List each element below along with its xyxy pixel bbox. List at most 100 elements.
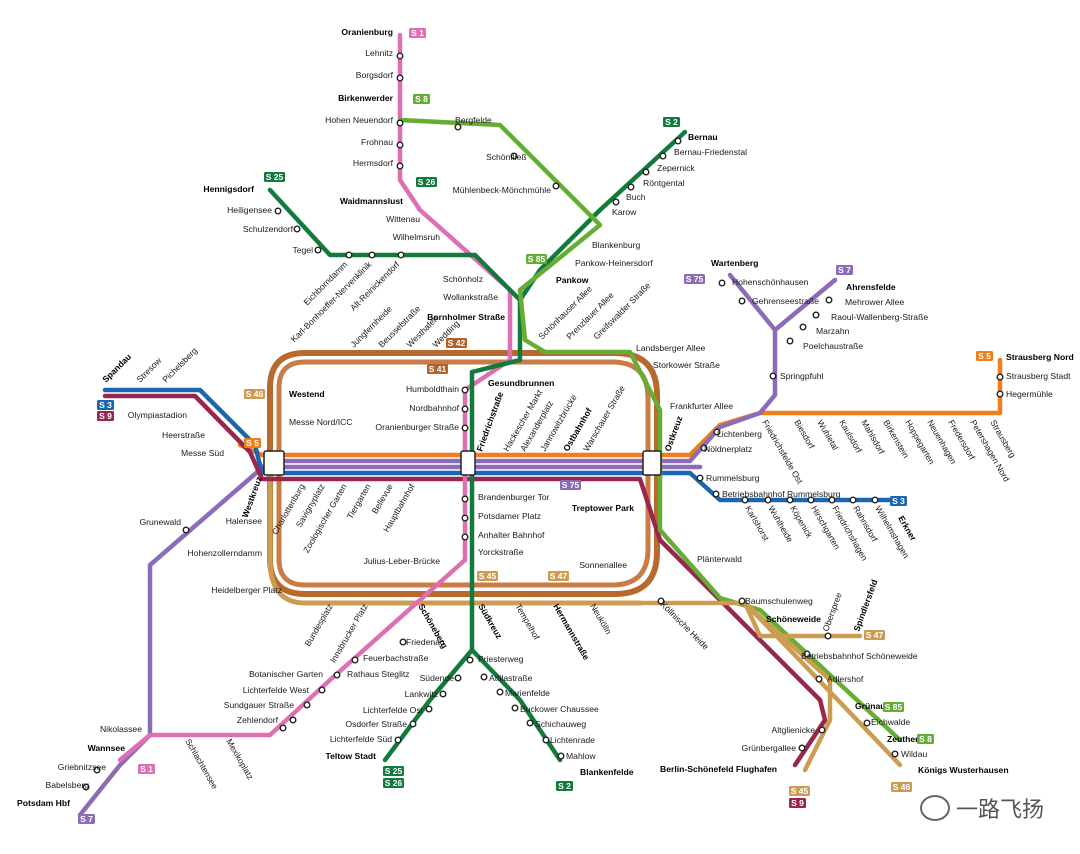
station-gruenbergallee[interactable]: Grünbergallee xyxy=(742,743,797,753)
station-flughafen[interactable]: Berlin-Schönefeld Flughafen xyxy=(660,764,777,774)
station-hohen-neuendorf[interactable]: Hohen Neuendorf xyxy=(325,115,393,125)
station-koenigs-wusterhausen[interactable]: Königs Wusterhausen xyxy=(918,765,1009,775)
station-wildau[interactable]: Wildau xyxy=(901,749,927,759)
station-wilhelmsruh[interactable]: Wilhelmsruh xyxy=(393,232,440,242)
station-hohenzollerndamm[interactable]: Hohenzollerndamm xyxy=(187,548,262,558)
station-hegermuehle[interactable]: Hegermühle xyxy=(1006,389,1053,399)
station-bernau[interactable]: Bernau xyxy=(688,132,718,142)
station-nordbahnhof[interactable]: Nordbahnhof xyxy=(409,403,459,413)
station-lankwitz[interactable]: Lankwitz xyxy=(405,689,438,699)
station-schoeneweide[interactable]: Schöneweide xyxy=(766,614,821,624)
station-attilastrasse[interactable]: Attilastraße xyxy=(489,673,533,683)
station-lichtenberg[interactable]: Lichtenberg xyxy=(717,429,762,439)
station-hennigsdorf[interactable]: Hennigsdorf xyxy=(203,184,254,194)
station-osdorfer[interactable]: Osdorfer Straße xyxy=(345,719,407,729)
station-zehlendorf[interactable]: Zehlendorf xyxy=(237,715,279,725)
station-storkower[interactable]: Storkower Straße xyxy=(653,360,720,370)
station-oranienburger[interactable]: Oranienburger Straße xyxy=(375,422,459,432)
station-buckower[interactable]: Buckower Chaussee xyxy=(520,704,599,714)
station-ahrensfelde[interactable]: Ahrensfelde xyxy=(846,282,896,292)
station-potsdamer[interactable]: Potsdamer Platz xyxy=(478,511,541,521)
station-gruenau[interactable]: Grünau xyxy=(855,701,886,711)
station-gesundbrunnen[interactable]: Gesundbrunnen xyxy=(488,378,554,388)
station-strausberg-stadt[interactable]: Strausberg Stadt xyxy=(1006,371,1071,381)
station-humboldthain[interactable]: Humboldthain xyxy=(406,384,459,394)
station-botanischer[interactable]: Botanischer Garten xyxy=(249,669,323,679)
station-halensee[interactable]: Halensee xyxy=(226,516,263,526)
station-hermsdorf[interactable]: Hermsdorf xyxy=(353,158,394,168)
station-wittenau[interactable]: Wittenau xyxy=(386,214,420,224)
station-bergfelde[interactable]: Bergfelde xyxy=(455,115,492,125)
station-messe-nord[interactable]: Messe Nord/ICC xyxy=(289,417,353,427)
station-olympiastadion[interactable]: Olympiastadion xyxy=(128,410,187,420)
station-grunewald[interactable]: Grunewald xyxy=(139,517,181,527)
station-strausberg-nord[interactable]: Strausberg Nord xyxy=(1006,352,1074,362)
station-bernau-friedenstal[interactable]: Bernau-Friedenstal xyxy=(674,147,747,157)
station-priesterweg[interactable]: Priesterweg xyxy=(478,654,524,664)
station-birkenwerder[interactable]: Birkenwerder xyxy=(338,93,394,103)
station-frankfurter[interactable]: Frankfurter Allee xyxy=(670,401,733,411)
station-roentgental[interactable]: Röntgental xyxy=(643,178,685,188)
station-raoul[interactable]: Raoul-Wallenberg-Straße xyxy=(831,312,928,322)
station-wartenberg[interactable]: Wartenberg xyxy=(711,258,758,268)
station-messe-sued[interactable]: Messe Süd xyxy=(181,448,224,458)
station-suedende[interactable]: Südende xyxy=(420,673,455,683)
station-baumschulenweg[interactable]: Baumschulenweg xyxy=(745,596,813,606)
station-friedenau[interactable]: Friedenau xyxy=(406,637,445,647)
station-mahlow[interactable]: Mahlow xyxy=(566,751,596,761)
station-griebnitzsee[interactable]: Griebnitzsee xyxy=(58,762,106,772)
station-schoenholz[interactable]: Schönholz xyxy=(443,274,483,284)
station-plaenterwald[interactable]: Plänterwald xyxy=(697,554,742,564)
station-heidelberger[interactable]: Heidelberger Platz xyxy=(211,585,282,595)
station-altglienicke[interactable]: Altglienicke xyxy=(772,725,816,735)
station-marienfelde[interactable]: Marienfelde xyxy=(505,688,550,698)
station-lichterfelde-ost[interactable]: Lichterfelde Ost xyxy=(363,705,424,715)
station-yorckstrasse[interactable]: Yorckstraße xyxy=(478,547,524,557)
station-pankow[interactable]: Pankow xyxy=(556,275,589,285)
station-heerstrasse[interactable]: Heerstraße xyxy=(162,430,205,440)
station-karow[interactable]: Karow xyxy=(612,207,637,217)
station-muehlenbeck[interactable]: Mühlenbeck-Mönchmühle xyxy=(453,185,552,195)
station-blankenfelde[interactable]: Blankenfelde xyxy=(580,767,634,777)
station-lichtenrade[interactable]: Lichtenrade xyxy=(550,735,595,745)
station-adlershof[interactable]: Adlershof xyxy=(827,674,864,684)
station-westend[interactable]: Westend xyxy=(289,389,325,399)
station-nikolassee[interactable]: Nikolassee xyxy=(100,724,142,734)
station-heiligensee[interactable]: Heiligensee xyxy=(227,205,272,215)
station-eichwalde[interactable]: Eichwalde xyxy=(871,717,910,727)
station-blankenburg[interactable]: Blankenburg xyxy=(592,240,640,250)
station-poelchau[interactable]: Poelchaustraße xyxy=(803,341,863,351)
station-wannsee[interactable]: Wannsee xyxy=(88,743,126,753)
station-landsberger[interactable]: Landsberger Allee xyxy=(636,343,705,353)
station-bornholmer[interactable]: Bornholmer Straße xyxy=(427,312,505,322)
station-buch[interactable]: Buch xyxy=(626,192,646,202)
station-oranienburg[interactable]: Oranienburg xyxy=(341,27,393,37)
station-treptower[interactable]: Treptower Park xyxy=(572,503,634,513)
station-schichauweg[interactable]: Schichauweg xyxy=(535,719,586,729)
station-hohenschoenhausen[interactable]: Hohenschönhausen xyxy=(732,277,809,287)
station-marzahn[interactable]: Marzahn xyxy=(816,326,850,336)
station-frohnau[interactable]: Frohnau xyxy=(361,137,393,147)
station-sundgauer[interactable]: Sundgauer Straße xyxy=(224,700,294,710)
station-zepernick[interactable]: Zepernick xyxy=(657,163,695,173)
station-teltow[interactable]: Teltow Stadt xyxy=(326,751,377,761)
station-waidmannslust[interactable]: Waidmannslust xyxy=(340,196,403,206)
station-betriebsbahnhof-rummelsburg[interactable]: Betriebsbahnhof Rummelsburg xyxy=(722,489,841,499)
station-borgsdorf[interactable]: Borgsdorf xyxy=(356,70,394,80)
station-tegel[interactable]: Tegel xyxy=(292,245,313,255)
station-lichterfelde-west[interactable]: Lichterfelde West xyxy=(243,685,310,695)
station-noeldnerplatz[interactable]: Nöldnerplatz xyxy=(704,444,752,454)
station-schulzendorf[interactable]: Schulzendorf xyxy=(243,224,294,234)
station-julius-leber[interactable]: Julius-Leber-Brücke xyxy=(364,556,441,566)
station-betriebsbahnhof-schoeneweide[interactable]: Betriebsbahnhof Schöneweide xyxy=(801,651,918,661)
station-rathaus-steglitz[interactable]: Rathaus Steglitz xyxy=(347,669,410,679)
station-zeuthen[interactable]: Zeuthen xyxy=(887,734,920,744)
station-wollankstrasse[interactable]: Wollankstraße xyxy=(443,292,498,302)
station-sonnenallee[interactable]: Sonnenallee xyxy=(579,560,627,570)
station-lichterfelde-sued[interactable]: Lichterfelde Süd xyxy=(330,734,392,744)
station-schoenfliess[interactable]: Schönfließ xyxy=(486,152,527,162)
station-feuerbachstrasse[interactable]: Feuerbachstraße xyxy=(363,653,429,663)
station-brandenburger[interactable]: Brandenburger Tor xyxy=(478,492,550,502)
station-lehnitz[interactable]: Lehnitz xyxy=(365,48,393,58)
station-potsdam[interactable]: Potsdam Hbf xyxy=(17,798,70,808)
